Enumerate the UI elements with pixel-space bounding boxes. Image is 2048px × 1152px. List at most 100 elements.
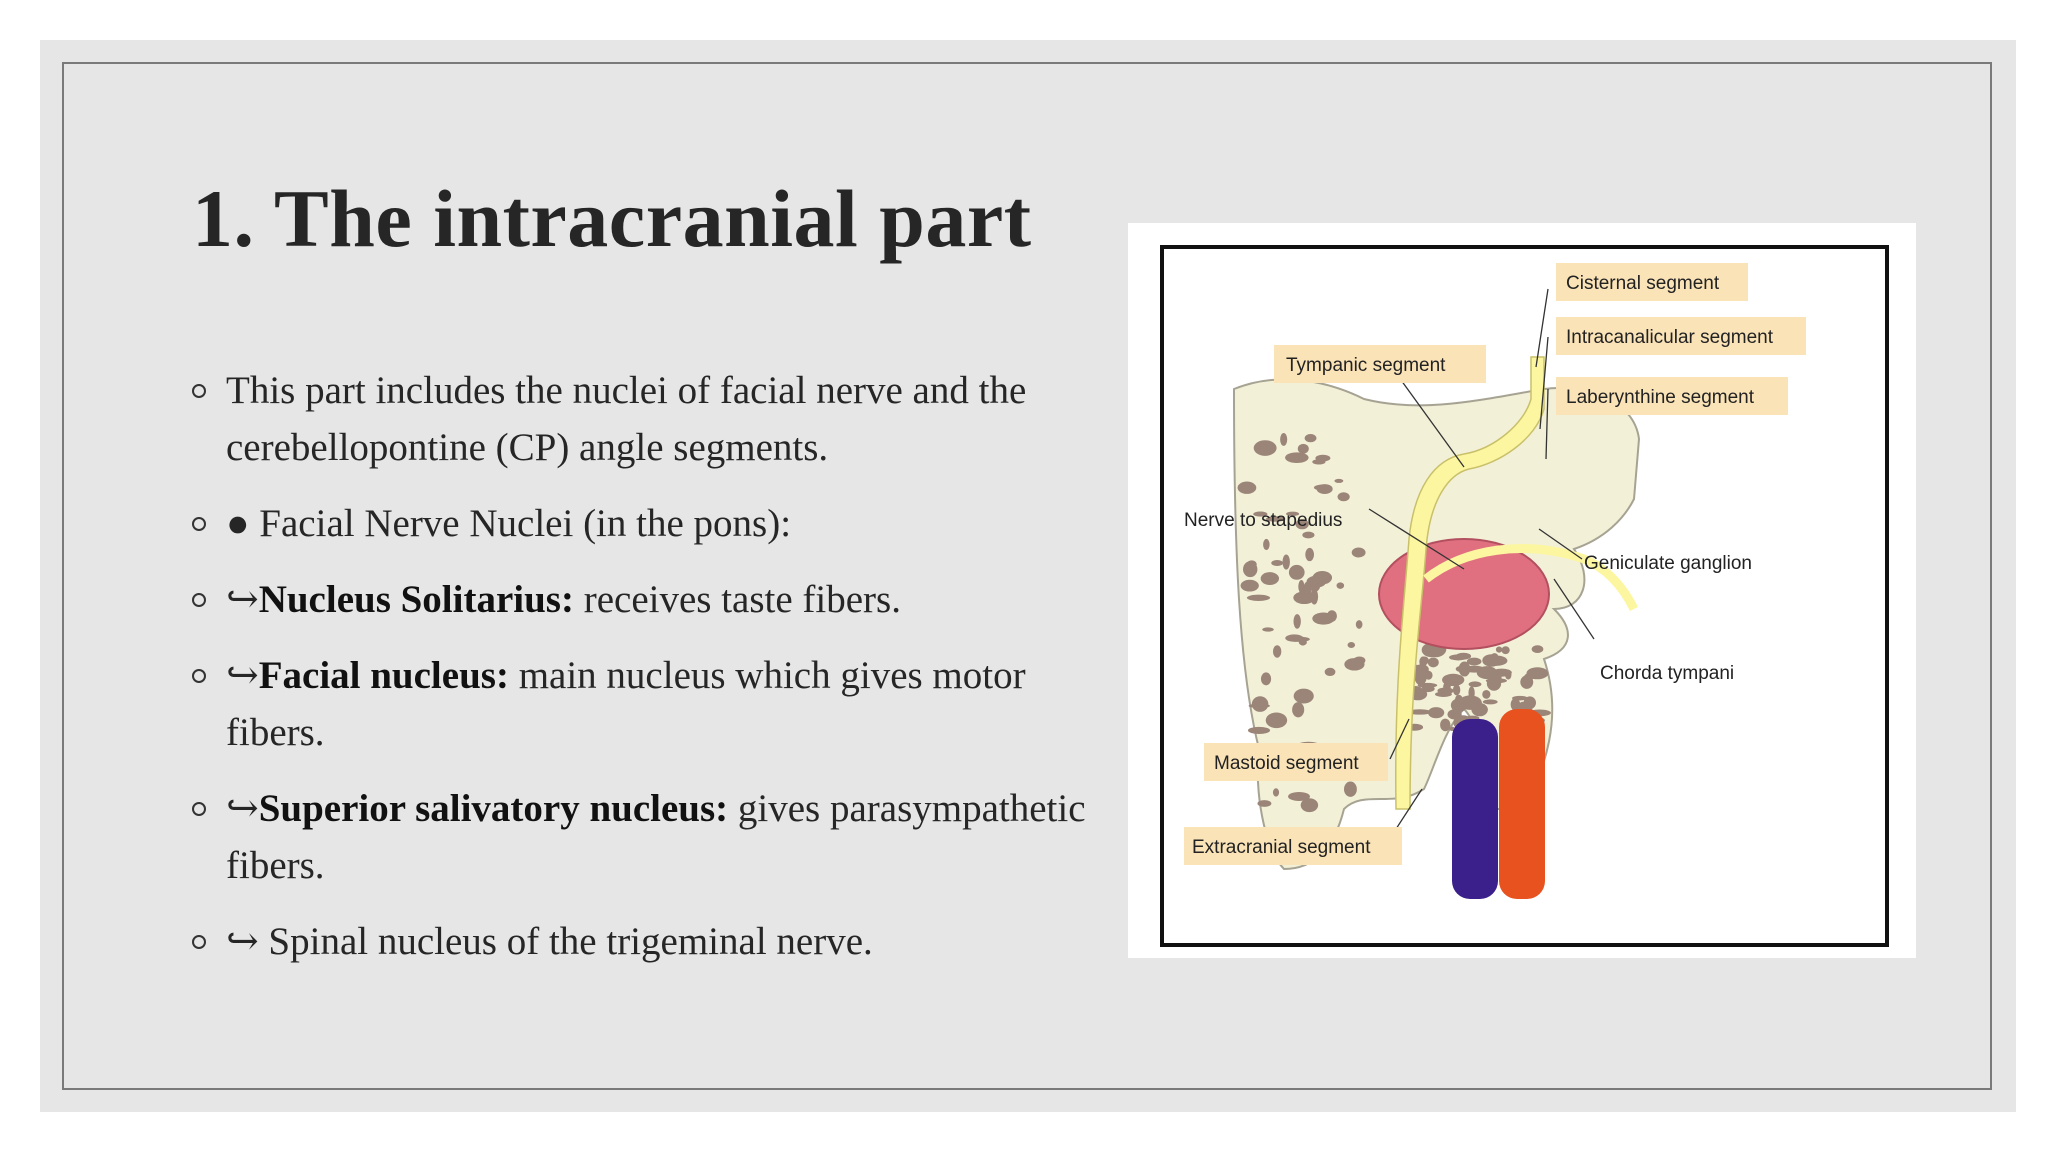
label-extracranial: Extracranial segment xyxy=(1184,827,1402,865)
air-cell-spot xyxy=(1466,657,1482,666)
air-cell-spot xyxy=(1295,519,1309,530)
air-cell-spot xyxy=(1263,538,1270,551)
bullet-text: main nucleus which gives motor fibers. xyxy=(226,654,1026,754)
label-text: Extracranial segment xyxy=(1192,837,1371,858)
air-cell-spot xyxy=(1288,564,1305,580)
air-cell-spot xyxy=(1286,511,1300,517)
air-cell-spot xyxy=(1282,554,1290,570)
air-cell-spot xyxy=(1260,572,1279,585)
facial-nerve-diagram: Cisternal segment Intracanalicular segme… xyxy=(1160,245,1889,947)
air-cell-spot xyxy=(1440,718,1451,732)
bullet-item: ↪Nucleus Solitarius: receives taste fibe… xyxy=(192,571,1092,628)
air-cell-spot xyxy=(1253,511,1268,517)
air-cell-spot xyxy=(1353,656,1366,665)
air-cell-spot xyxy=(1482,699,1498,705)
air-cell-spot xyxy=(1337,492,1350,502)
label-text: Cisternal segment xyxy=(1566,273,1720,294)
air-cell-spot xyxy=(1407,709,1432,715)
air-cell-spot xyxy=(1266,516,1286,522)
air-cell-spot xyxy=(1485,655,1508,666)
bullet-list: This part includes the nuclei of facial … xyxy=(192,362,1092,989)
label-chorda-tympani: Chorda tympani xyxy=(1600,663,1734,684)
bullet-marker-icon xyxy=(192,802,206,816)
air-cell-spot xyxy=(1468,681,1482,688)
air-cell-spot xyxy=(1287,636,1310,642)
air-cell-spot xyxy=(1302,531,1315,539)
air-cell-spot xyxy=(1495,646,1503,653)
bullet-bold: Facial nucleus: xyxy=(258,654,509,697)
air-cell-spot xyxy=(1501,646,1510,655)
air-cell-spot xyxy=(1292,702,1305,718)
label-cisternal: Cisternal segment xyxy=(1556,263,1748,301)
air-cell-spot xyxy=(1260,441,1268,446)
air-cell-spot xyxy=(1424,670,1433,680)
air-cell-spot xyxy=(1251,696,1269,712)
air-cell-spot xyxy=(1427,707,1445,719)
label-nerve-to-stapedius: Nerve to stapedius xyxy=(1184,510,1342,531)
label-text: Mastoid segment xyxy=(1214,753,1359,774)
label-geniculate-ganglion: Geniculate ganglion xyxy=(1584,553,1752,574)
air-cell-spot xyxy=(1288,791,1310,801)
air-cell-spot xyxy=(1272,645,1282,658)
air-cell-spot xyxy=(1324,667,1336,677)
air-cell-spot xyxy=(1293,688,1314,704)
facial-nerve-path xyxy=(1395,356,1545,810)
bullet-marker-icon xyxy=(192,384,206,398)
air-cell-spot xyxy=(1455,666,1467,673)
figure-card: Cisternal segment Intracanalicular segme… xyxy=(1128,223,1916,958)
air-cell-spot xyxy=(1253,440,1277,456)
air-cell-spot xyxy=(1257,800,1272,807)
bullet-text: ● Facial Nerve Nuclei (in the pons): xyxy=(226,502,792,545)
label-labyrinthine: Laberynthine segment xyxy=(1556,377,1788,415)
air-cell-spot xyxy=(1347,642,1356,648)
label-intracanalicular: Intracanalicular segment xyxy=(1556,317,1806,355)
air-cell-spot xyxy=(1237,481,1257,494)
air-cell-spot xyxy=(1312,459,1326,465)
air-cell-spot xyxy=(1427,657,1439,668)
air-cell-spot xyxy=(1449,654,1468,661)
air-cell-spot xyxy=(1526,667,1549,680)
air-cell-spot xyxy=(1355,620,1363,629)
air-cell-spot xyxy=(1304,434,1317,443)
air-cell-spot xyxy=(1247,726,1271,735)
air-cell-spot xyxy=(1434,691,1452,697)
bullet-marker-icon xyxy=(192,935,206,949)
vein-vessel xyxy=(1452,719,1498,899)
air-cell-spot xyxy=(1300,798,1319,813)
air-cell-spot xyxy=(1482,690,1491,699)
air-cell-spot xyxy=(1285,452,1309,464)
air-cell-spot xyxy=(1452,684,1461,696)
air-cell-spot xyxy=(1417,682,1438,688)
air-cell-spot xyxy=(1419,656,1428,668)
bullet-item: This part includes the nuclei of facial … xyxy=(192,362,1092,476)
artery-vessel xyxy=(1499,709,1545,899)
air-cell-spot xyxy=(1298,580,1305,594)
air-cell-spot xyxy=(1297,443,1309,454)
bullet-bold: Nucleus Solitarius: xyxy=(258,578,574,621)
air-cell-spot xyxy=(1413,664,1429,675)
label-text: Laberynthine segment xyxy=(1566,387,1755,408)
bullet-arrow: ↪ xyxy=(226,787,259,830)
air-cell-spot xyxy=(1450,698,1467,713)
bullet-item: ↪ Spinal nucleus of the trigeminal nerve… xyxy=(192,913,1092,970)
air-cell-spot xyxy=(1265,712,1288,729)
air-cell-spot xyxy=(1476,666,1498,680)
air-cell-spot xyxy=(1260,672,1272,686)
air-cell-spot xyxy=(1443,681,1451,692)
air-cell-spot xyxy=(1246,594,1271,601)
air-cell-spot xyxy=(1293,614,1301,629)
air-cell-spot xyxy=(1520,675,1534,689)
air-cell-spot xyxy=(1262,627,1274,632)
air-cell-spot xyxy=(1240,579,1259,592)
bullet-text: This part includes the nuclei of facial … xyxy=(226,369,1027,469)
slide-frame xyxy=(62,62,1992,1090)
air-cell-spot xyxy=(1343,781,1357,797)
label-text: Tympanic segment xyxy=(1286,355,1446,376)
air-cell-spot xyxy=(1336,582,1345,589)
label-text: Intracanalicular segment xyxy=(1566,327,1774,348)
air-cell-spot xyxy=(1305,547,1315,562)
air-cell-spot xyxy=(1531,645,1544,654)
chorda-tympani-path xyxy=(1423,544,1639,612)
slide-title: 1. The intracranial part xyxy=(192,173,1032,264)
air-cell-spot xyxy=(1471,703,1488,717)
